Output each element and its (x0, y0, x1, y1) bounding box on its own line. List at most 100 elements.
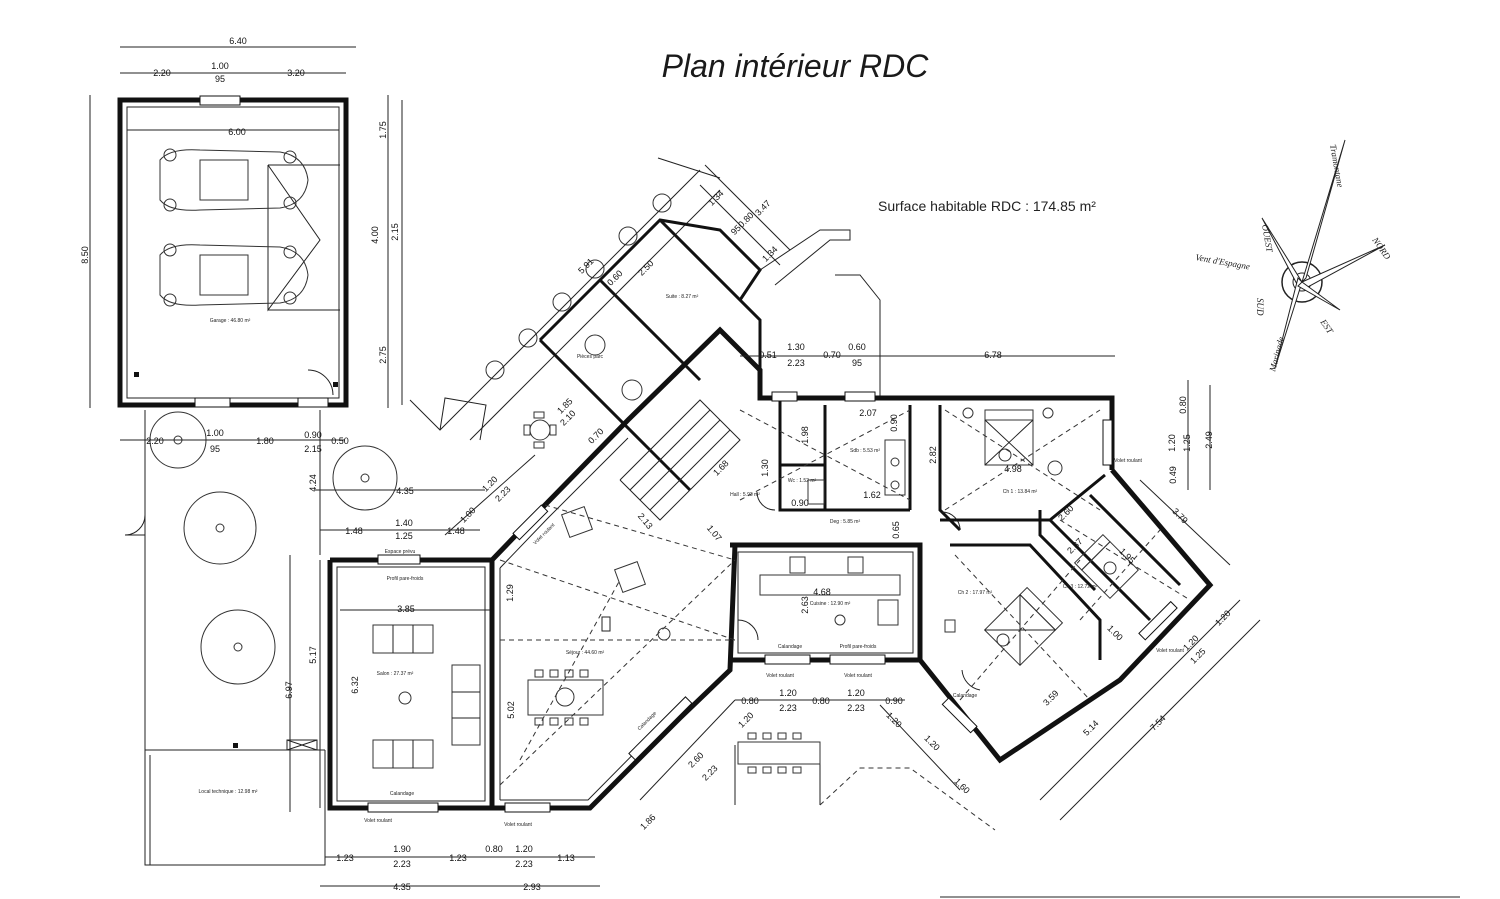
dim-label: 3.79 (1170, 506, 1189, 525)
dim-label: 4.24 (308, 474, 318, 492)
dim-label: 2.23 (779, 703, 797, 713)
window-garage-bottom (194, 397, 231, 408)
window-ch1 (1102, 419, 1113, 466)
dim-label: 5.91 (576, 256, 595, 275)
window-ch2 (941, 697, 978, 734)
dining-table-icon (527, 669, 604, 726)
dim-label: 2.75 (378, 346, 388, 364)
dim-label: 0.80 (1178, 396, 1188, 414)
tree-icon (552, 292, 572, 312)
dim-label: 1.62 (863, 490, 881, 500)
room-label-ch1: Ch 1 : 13.84 m² (1003, 489, 1038, 495)
dim-label: 6.40 (229, 36, 247, 46)
room-label-garage: Garage : 46.80 m² (210, 318, 251, 324)
label-calandage1: Calandage (390, 791, 414, 797)
dim-label: 2.50 (636, 258, 655, 277)
dim-label: 0.90 (885, 696, 903, 706)
dim-label: 6.32 (350, 676, 360, 694)
compass-nord: NORD (1370, 235, 1393, 262)
compass-tramontane: Tramontane (1328, 144, 1345, 189)
dim-label: 2.60 (686, 750, 705, 769)
dim-label: 1.20 (847, 688, 865, 698)
stove-icon (847, 556, 864, 574)
dim-label: 2.93 (523, 882, 541, 892)
car-icon (159, 243, 309, 307)
dim-label: 2.23 (393, 859, 411, 869)
tree-icon (485, 360, 505, 380)
dim-label: 1.75 (378, 121, 388, 139)
dim-label: 2.20 (153, 68, 171, 78)
dim-label: 1.60 (952, 776, 971, 795)
room-label-suite: Suite : 8.27 m² (666, 294, 699, 300)
window-sejour-diag (512, 504, 549, 541)
room-label-deg: Deg : 5.85 m² (830, 519, 861, 525)
compass-marinade: Marinade (1267, 336, 1286, 374)
label-profil2: Profil pare-froids (840, 644, 877, 650)
label-volet5: Volet roulant (844, 673, 872, 679)
dim-label: 95 (215, 74, 225, 84)
dim-label: 0.90 (791, 498, 809, 508)
dim-label: 1.25 (1182, 434, 1192, 452)
center-core: 2.07 0.90 2.82 Sdb : 5.53 m² Wc : 1.52 m… (730, 391, 1115, 547)
room-label-local: Local technique : 12.98 m² (199, 789, 258, 795)
stairs-icon (619, 399, 741, 521)
plant-icon (962, 407, 974, 419)
label-volet6: Volet roulant (1114, 458, 1142, 464)
label-volet4: Volet roulant (766, 673, 794, 679)
sejour-dimensions: 1.00 1.20 2.23 1.86 2.60 2.23 (444, 454, 736, 832)
tree-icon (618, 226, 638, 246)
center-dimensions: 1.30 2.23 0.51 0.70 0.60 95 6.78 (740, 342, 1115, 368)
window-garage-top (199, 95, 241, 106)
dim-label: 0.80 (485, 844, 503, 854)
dim-label: 0.51 (759, 350, 777, 360)
dim-label: 1.98 (800, 426, 810, 444)
tree-icon (585, 259, 605, 279)
dim-label: 5.02 (506, 701, 516, 719)
dim-label: 1.00 (211, 61, 229, 71)
compass-sud: SUD (1255, 298, 1265, 316)
dim-label: 1.13 (557, 853, 575, 863)
window-salon-top (377, 554, 421, 565)
dim-label: 4.35 (393, 882, 411, 892)
compass-ouest: OUEST (1260, 224, 1275, 254)
dim-label: 7.54 (1148, 713, 1167, 732)
dim-label: 1.20 (779, 688, 797, 698)
room-label-wc: Wc : 1.52 m² (788, 478, 817, 484)
dim-label: 2.07 (859, 408, 877, 418)
room-label-hall: Hall : 5.93 m² (730, 492, 760, 498)
door-swing-terrace (124, 514, 146, 536)
dim-label: 3.59 (1041, 688, 1060, 707)
light-icon (657, 627, 671, 641)
dim-label: 1.20 (515, 844, 533, 854)
dim-label: 2.15 (390, 223, 400, 241)
dim-label: 2.23 (700, 763, 719, 782)
terrace-dimensions: 2.20 1.00 95 1.80 0.90 0.50 2.15 4.24 4.… (120, 410, 485, 555)
label-espace: Espace prévu (385, 549, 416, 555)
dim-label: 1.00 (206, 428, 224, 438)
window-sejour-bottom (504, 802, 551, 813)
dim-label: 1.95 (1117, 546, 1136, 565)
dim-label: 2.60 (1056, 503, 1075, 522)
window-ch3 (1138, 600, 1178, 641)
dim-label: 1.23 (449, 853, 467, 863)
dim-label: 2.13 (636, 511, 655, 531)
dim-label: 0.80 (741, 696, 759, 706)
room-label-pieces: Pièces parc (577, 354, 604, 360)
dim-label: 1.07 (705, 523, 724, 543)
salon: Espace prévu Profil pare-froids Calandag… (284, 549, 495, 824)
surface-value: : 174.85 m² (1025, 198, 1096, 214)
dim-label: 1.29 (505, 584, 515, 602)
dim-label: 3.85 (397, 604, 415, 614)
dim-label: 2.23 (515, 859, 533, 869)
east-wing: Volet roulant Volet roulant Calandage 4.… (918, 407, 1214, 764)
bed-icon (1073, 533, 1139, 599)
sofa-icon (372, 739, 434, 769)
tree-icon (332, 445, 398, 511)
dim-label: 6.78 (984, 350, 1002, 360)
page-title: Plan intérieur RDC (661, 48, 929, 84)
dim-label: 0.65 (891, 521, 901, 539)
room-label-ch3: Ch 3 : 12.72 m² (1063, 584, 1098, 590)
sofa-icon (372, 624, 434, 654)
dim-label: 3.47 (753, 198, 772, 217)
